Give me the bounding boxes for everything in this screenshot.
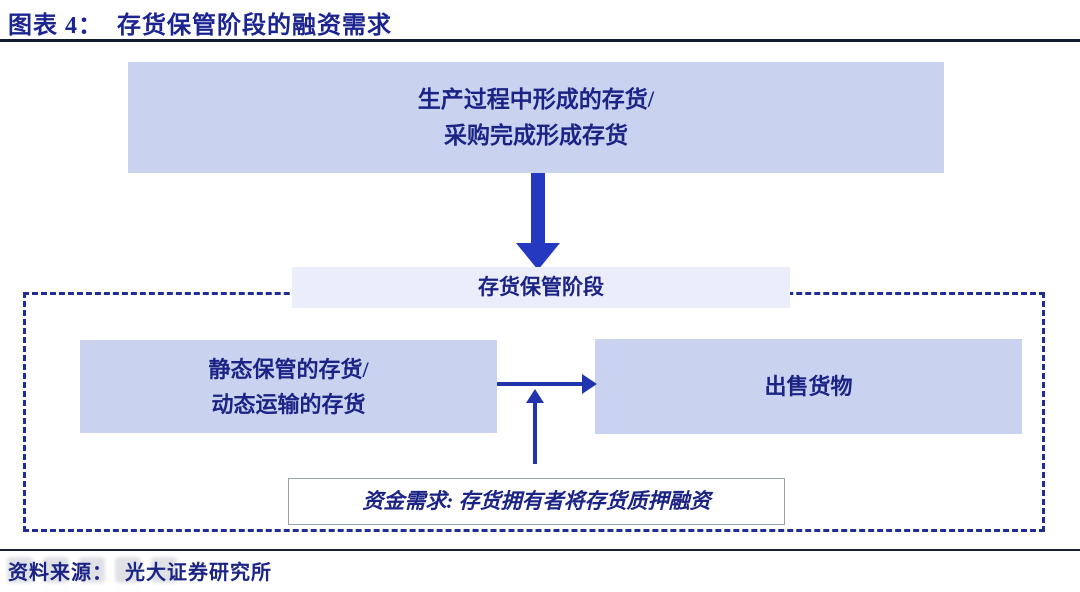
up-arrow-shaft [533,403,537,464]
stage-strip-label: 存货保管阶段 [292,267,790,308]
source-attribution: 资料来源： 光大证券研究所 [8,562,272,584]
funding-demand-note: 资金需求: 存货拥有者将存货质押融资 [288,478,785,525]
down-arrow-shaft [531,173,545,244]
footer-divider [0,549,1080,551]
node-sell-goods: 出售货物 [595,339,1022,434]
node-storage-inventory-line2: 动态运输的存货 [211,391,366,417]
right-arrow-icon [582,374,597,394]
node-inventory-formed: 生产过程中形成的存货/ 采购完成形成存货 [128,62,944,173]
right-arrow-shaft [497,382,583,386]
node-sell-goods-label: 出售货物 [764,374,853,399]
watermark [2,554,212,588]
title-divider [0,39,1080,42]
node-inventory-formed-line1: 生产过程中形成的存货/ [417,86,655,112]
node-storage-inventory: 静态保管的存货/ 动态运输的存货 [80,340,497,433]
figure-title: 图表 4： 存货保管阶段的融资需求 [8,13,392,39]
node-storage-inventory-line1: 静态保管的存货/ [208,356,369,382]
node-inventory-formed-line2: 采购完成形成存货 [444,122,628,148]
down-arrow-icon [516,243,560,270]
up-arrow-icon [526,389,544,403]
